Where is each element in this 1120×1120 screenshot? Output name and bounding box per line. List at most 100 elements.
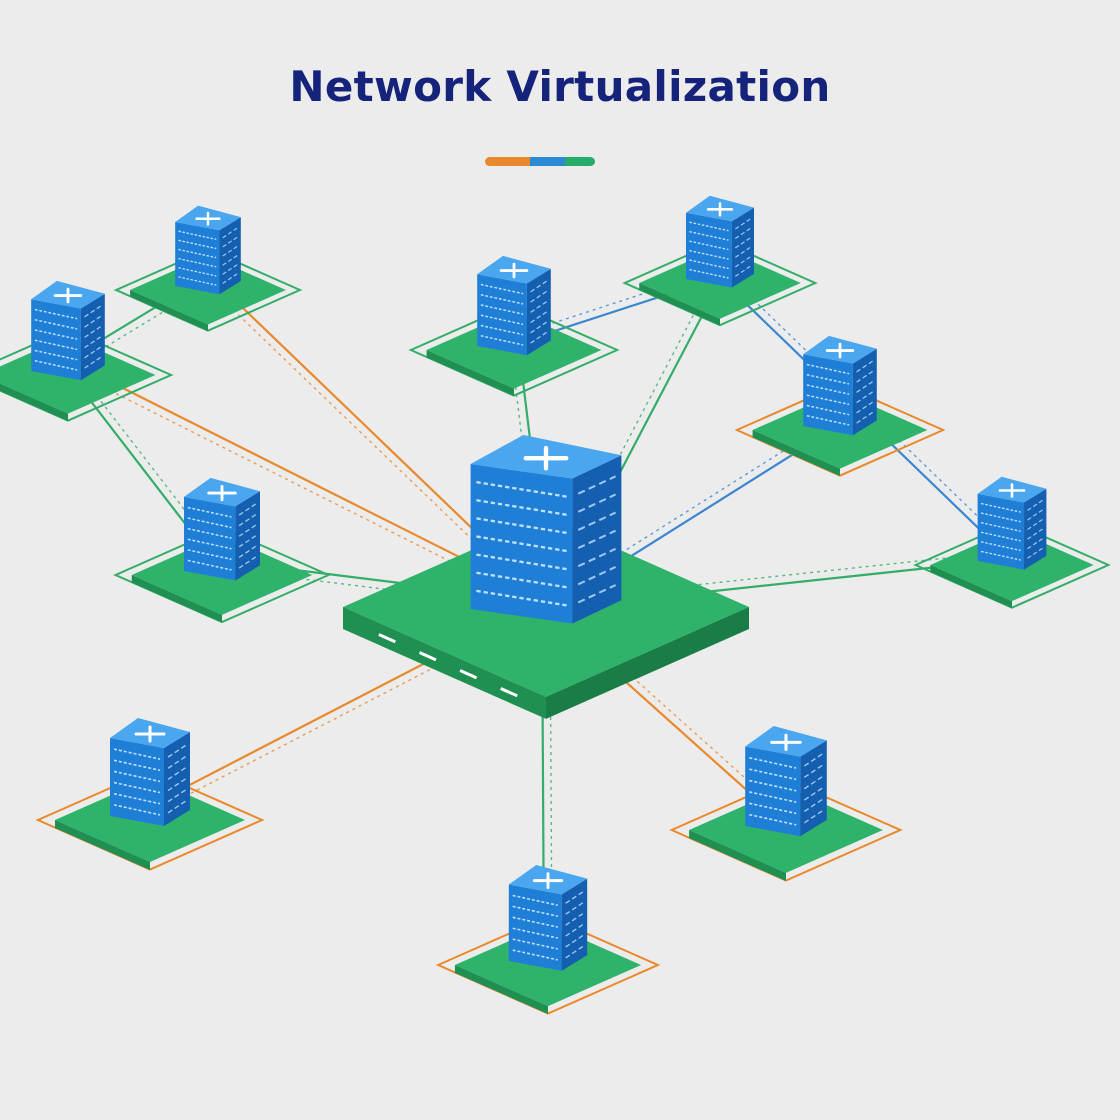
rack-unit — [806, 363, 850, 375]
rack-unit-side — [167, 744, 187, 758]
rack-unit — [187, 559, 232, 571]
hub-port — [459, 669, 478, 680]
rack-unit — [806, 374, 850, 385]
link-stream — [65, 367, 545, 610]
server-front — [31, 299, 81, 381]
rack-unit-side — [222, 236, 238, 248]
rack-unit — [980, 541, 1021, 552]
rack-unit-side — [530, 311, 548, 324]
switch-arrows-icon — [134, 725, 166, 743]
link-stream — [151, 607, 549, 815]
pad-side — [639, 283, 720, 326]
server-front — [686, 212, 732, 288]
pad-side — [55, 820, 150, 870]
rack-unit — [476, 517, 567, 535]
rack-unit — [980, 502, 1021, 513]
rack-unit-side — [565, 923, 584, 937]
rack-unit — [512, 938, 558, 950]
rack-unit-side — [565, 934, 584, 948]
rack-unit — [480, 335, 524, 346]
server-node-top-right — [622, 195, 818, 327]
switch-arrows-icon — [532, 872, 564, 889]
rack-unit-side — [577, 475, 617, 495]
rack-unit — [689, 268, 729, 279]
rack-unit — [178, 239, 217, 250]
rack-unit-side — [856, 360, 874, 373]
rack-unit-side — [803, 809, 824, 824]
hub-port — [378, 633, 396, 644]
rack-unit-side — [565, 890, 584, 904]
rack-unit — [480, 283, 524, 295]
rack-unit — [480, 304, 524, 315]
rack-unit-side — [803, 787, 824, 801]
rack-unit — [512, 927, 558, 939]
server-node-upper-left — [0, 280, 174, 422]
rack-unit — [806, 384, 850, 395]
rack-unit-side — [734, 237, 751, 249]
rack-unit-side — [577, 511, 617, 531]
rack-unit-side — [167, 766, 187, 781]
rack-unit — [689, 221, 729, 232]
rack-unit-side — [167, 789, 187, 803]
rack-unit — [476, 571, 567, 589]
rack-unit — [34, 360, 78, 371]
server-front — [175, 222, 220, 295]
rack-unit-side — [565, 945, 584, 959]
rack-unit-side — [1027, 499, 1044, 511]
rack-unit — [749, 802, 797, 815]
rack-unit — [34, 339, 78, 351]
rack-unit-side — [222, 273, 238, 284]
rack-unit-side — [856, 380, 874, 393]
rack-unit — [512, 894, 558, 907]
rack-unit-side — [222, 254, 238, 266]
rack-unit-side — [734, 246, 751, 258]
rack-unit — [512, 916, 558, 928]
rack-unit-side — [238, 513, 257, 527]
rack-unit — [806, 415, 850, 426]
rack-unit — [480, 324, 524, 336]
rack-unit — [980, 521, 1021, 532]
server-node-top-left — [113, 205, 303, 332]
rack-unit — [980, 512, 1021, 523]
pad-side — [930, 565, 1012, 608]
switch-arrows-icon — [195, 211, 221, 226]
rack-unit — [476, 553, 567, 571]
rack-unit — [749, 791, 797, 803]
rack-unit — [980, 550, 1021, 561]
rack-unit-side — [803, 798, 824, 813]
server-node-mid-right — [734, 335, 946, 477]
nodes-layer — [0, 195, 1111, 1015]
rack-unit-side — [577, 566, 617, 586]
pad-side — [426, 350, 514, 396]
pad-side — [130, 290, 208, 331]
server-front — [977, 493, 1025, 570]
pad-side — [454, 965, 548, 1014]
rack-unit — [178, 248, 217, 259]
pad-side — [131, 575, 222, 623]
rack-unit — [512, 949, 558, 961]
switch-arrows-icon — [706, 202, 734, 217]
rack-unit-side — [530, 280, 548, 293]
rack-unit-side — [222, 263, 238, 275]
rack-unit — [34, 319, 78, 330]
rack-unit — [476, 589, 567, 607]
rack-unit-side — [222, 227, 238, 239]
rack-unit-side — [856, 370, 874, 383]
rack-unit — [980, 531, 1021, 542]
server-node-bottom-left — [35, 718, 265, 871]
rack-unit — [689, 249, 729, 260]
switch-arrows-icon — [53, 287, 83, 304]
hub-port — [500, 687, 518, 698]
rack-unit — [480, 314, 524, 326]
rack-unit-side — [84, 356, 102, 369]
rack-unit-side — [238, 503, 257, 516]
rack-unit-side — [1027, 518, 1044, 531]
hub-port — [418, 651, 437, 662]
rack-unit-side — [577, 547, 617, 568]
rack-unit — [178, 276, 217, 286]
rack-unit — [689, 230, 729, 241]
rack-unit-side — [803, 764, 824, 778]
rack-unit — [113, 804, 161, 816]
rack-unit — [689, 240, 729, 251]
rack-unit-side — [238, 545, 257, 558]
